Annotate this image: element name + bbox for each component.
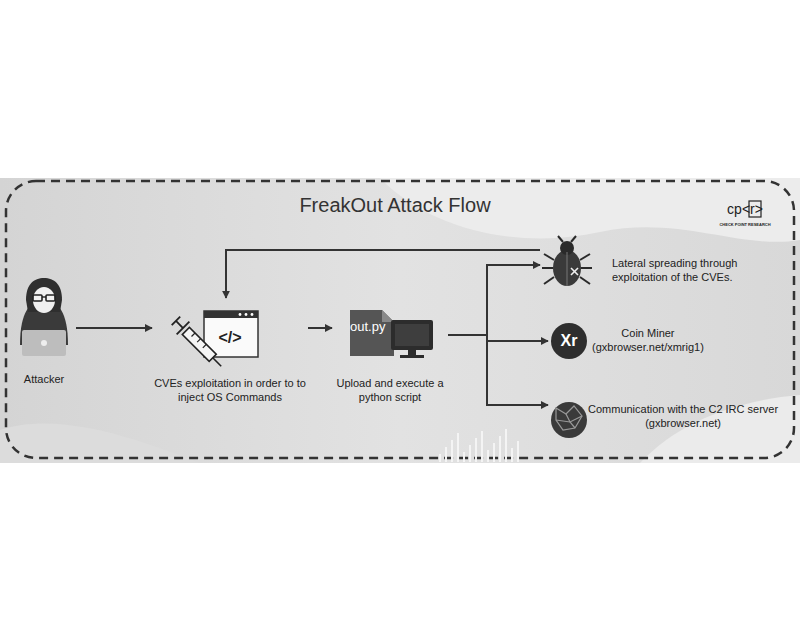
- decor-bar: [463, 452, 465, 462]
- flow-arrow: [226, 250, 540, 298]
- diagram-title: FreakOut Attack Flow: [0, 194, 790, 217]
- decor-bar: [469, 445, 471, 462]
- decor-bar: [481, 431, 483, 462]
- step-text: (gxbrowser.net/xmrig1): [592, 340, 704, 354]
- flow-arrow: [448, 335, 548, 405]
- step-text: Lateral spreading through exploitation o…: [612, 256, 752, 284]
- flow-step: Lateral spreading through exploitation o…: [540, 237, 752, 296]
- decor-bar: [457, 433, 459, 462]
- flow-arrow: [308, 327, 332, 329]
- decor-bar: [445, 447, 447, 462]
- flow-step: Communication with the C2 IRC server(gxb…: [548, 400, 784, 434]
- decor-bar: [505, 429, 507, 462]
- bug-icon: [542, 236, 592, 286]
- file-name: out.py: [350, 320, 385, 334]
- code-symbol: </>: [218, 330, 241, 346]
- decor-bars: [440, 429, 518, 462]
- logo-caption: CHECK POINT RESEARCH: [719, 223, 770, 227]
- dashed-frame: [6, 181, 794, 458]
- step-text: Attacker: [12, 372, 76, 386]
- flow-step: CVEs exploitation in order to to inject …: [152, 298, 308, 408]
- decor-bar: [439, 454, 441, 462]
- globe-icon: [551, 402, 587, 438]
- logo-text: cp<r>: [727, 202, 763, 216]
- step-text: Communication with the C2 IRC server: [588, 402, 778, 416]
- flow-arrow: [76, 327, 152, 329]
- step-text: CVEs exploitation in order to to inject …: [152, 376, 308, 404]
- decor-bar: [499, 436, 501, 462]
- decor-bar: [511, 448, 513, 462]
- decor-bar: [487, 450, 489, 462]
- decor-bar: [517, 441, 519, 462]
- flow-step: Attacker: [12, 280, 76, 390]
- exploit-icon: [170, 311, 258, 373]
- decor-bar: [451, 440, 453, 462]
- grey-band: [0, 178, 800, 463]
- miner-logo: [551, 323, 587, 359]
- script-icon: [350, 310, 433, 358]
- miner-logo-text: Xr: [561, 333, 578, 349]
- decor-bar: [493, 443, 495, 462]
- decor-bar: [475, 438, 477, 462]
- step-text: Upload and execute a python script: [332, 376, 448, 404]
- step-text: Coin Miner: [592, 326, 704, 340]
- step-text: (gxbrowser.net): [588, 416, 778, 430]
- attacker-icon: [20, 278, 68, 356]
- flow-arrow: [448, 265, 540, 335]
- flow-step: out.pyUpload and execute a python script: [332, 300, 448, 408]
